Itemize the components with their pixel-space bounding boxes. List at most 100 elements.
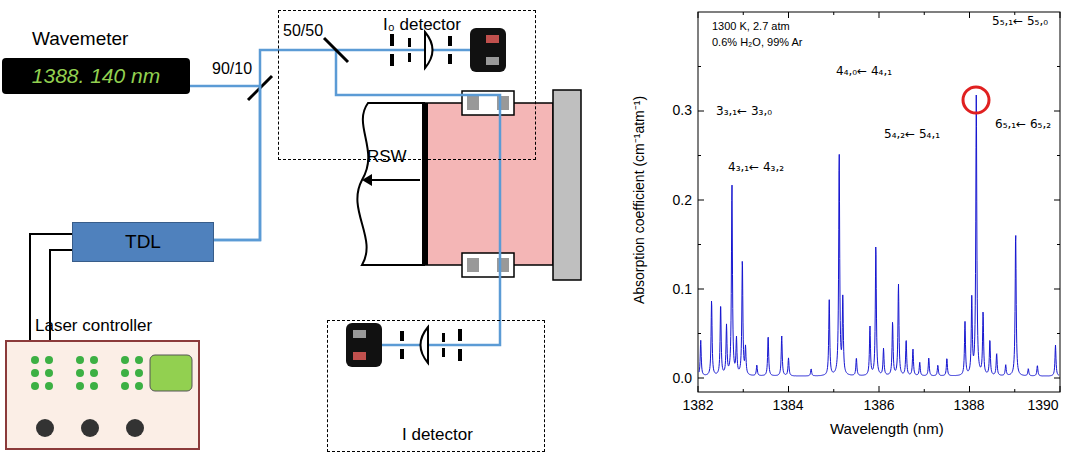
i0-detector-optics-part xyxy=(390,54,394,66)
laser-controller-body-part xyxy=(5,340,200,450)
splitter-ratio: 90/10 xyxy=(212,60,252,78)
y-tick-label: 0.0 xyxy=(652,370,692,386)
spectrum-line xyxy=(699,95,1059,376)
transition-label: 5₅,₁← 5₅,₀ xyxy=(992,14,1048,28)
x-tick xyxy=(1014,389,1015,392)
condition-note: 0.6% H₂O, 99% Ar xyxy=(712,36,802,48)
x-tick xyxy=(924,12,925,15)
y-tick xyxy=(698,66,701,67)
i-detector-box: I detector xyxy=(327,320,545,452)
x-tick xyxy=(833,389,834,392)
x-tick-label: 1384 xyxy=(763,397,813,413)
box-label: 1388. 140 nm xyxy=(32,64,160,88)
y-tick xyxy=(1057,244,1060,245)
transition-label: 4₃,₁← 4₃,₂ xyxy=(728,160,784,174)
y-tick xyxy=(698,289,704,290)
indicator-dot xyxy=(121,369,129,377)
y-tick xyxy=(698,244,701,245)
laser-controller-box: Laser controller xyxy=(5,340,200,450)
shock-tube-part xyxy=(553,90,581,280)
y-tick-label: 0.1 xyxy=(652,281,692,297)
y-tick xyxy=(698,333,701,334)
indicator-dot xyxy=(76,356,84,364)
box-label: TDL xyxy=(125,231,161,253)
x-tick xyxy=(969,386,970,392)
i-detector-optics-part xyxy=(458,329,462,341)
beam-splitters xyxy=(248,38,348,100)
beam-path xyxy=(278,50,500,345)
x-tick xyxy=(833,12,834,15)
x-tick xyxy=(969,12,970,18)
indicator-dot xyxy=(31,356,39,364)
beam-path-part xyxy=(278,50,500,160)
i-detector-optics-part xyxy=(400,331,404,341)
indicator-dot xyxy=(45,356,53,364)
splitter-ratio: 50/50 xyxy=(283,22,323,40)
shock-tube xyxy=(357,90,581,280)
indicator-dot xyxy=(121,356,129,364)
i0-detector-optics-part xyxy=(486,35,499,43)
box-label: I detector xyxy=(402,425,473,445)
x-tick xyxy=(879,12,880,18)
laser-controller-body-part xyxy=(150,355,192,391)
i0-detector-optics-part xyxy=(390,34,394,46)
transition-label: 6₅,₁← 6₅,₂ xyxy=(995,117,1051,131)
indicator-dot xyxy=(31,382,39,390)
y-tick xyxy=(1054,289,1060,290)
transition-label: 5₄,₂← 5₄,₁ xyxy=(884,127,940,141)
tdl-box: TDL xyxy=(72,222,214,262)
shock-tube-part xyxy=(462,253,514,277)
laser-controller-body-part xyxy=(36,419,54,437)
i-detector-optics-part xyxy=(346,323,382,367)
highlight-circle xyxy=(963,87,989,113)
x-tick xyxy=(879,386,880,392)
indicator-dot xyxy=(135,369,143,377)
box-label: I₀ detector xyxy=(383,15,461,35)
indicator-dot xyxy=(76,382,84,390)
shock-tube-part xyxy=(362,174,372,186)
i-detector-optics-part xyxy=(442,348,445,357)
y-tick xyxy=(1057,66,1060,67)
shock-tube-part xyxy=(357,103,425,265)
spectrum-chart-part xyxy=(698,12,1060,392)
i0-detector-optics-part xyxy=(470,28,506,72)
shock-tube-part xyxy=(366,179,420,181)
laser-beam xyxy=(214,50,278,240)
x-tick-label: 1382 xyxy=(673,397,723,413)
box-label: Laser controller xyxy=(35,316,152,336)
i0-detector-optics-part xyxy=(448,54,452,64)
laser-controller-body xyxy=(5,340,200,450)
laser-controller-body-part xyxy=(81,419,99,437)
x-tick-label: 1390 xyxy=(1018,397,1068,413)
y-tick xyxy=(1054,111,1060,112)
indicator-dot xyxy=(45,382,53,390)
i-detector-optics-part xyxy=(353,352,366,360)
x-tick xyxy=(924,389,925,392)
shock-tube-part xyxy=(425,103,553,265)
i-detector-optics-part xyxy=(400,349,404,359)
i0-detector-optics-part xyxy=(486,57,499,65)
y-tick xyxy=(698,200,704,201)
x-tick xyxy=(788,12,789,18)
indicator-dot xyxy=(45,369,53,377)
y-axis-title: Absorption coefficient (cm⁻¹atm⁻¹) xyxy=(629,96,648,304)
y-tick xyxy=(1057,155,1060,156)
x-tick-label: 1388 xyxy=(944,397,994,413)
x-tick-label: 1386 xyxy=(854,397,904,413)
x-tick xyxy=(698,386,699,392)
y-tick xyxy=(698,378,704,379)
shock-tube-part xyxy=(467,96,479,110)
i0-detector-optics xyxy=(390,28,506,72)
i0-detector-optics-part xyxy=(425,32,433,68)
y-tick xyxy=(1054,200,1060,201)
indicator-dot xyxy=(135,382,143,390)
i-detector-optics-part xyxy=(353,330,366,338)
x-tick xyxy=(743,389,744,392)
indicator-dot xyxy=(31,369,39,377)
rsw-label: RSW xyxy=(367,147,407,167)
spectrum-chart xyxy=(698,12,1060,392)
i0-detector-optics-part xyxy=(408,53,411,62)
y-tick-label: 0.2 xyxy=(652,192,692,208)
i-detector-optics-part xyxy=(442,333,445,342)
